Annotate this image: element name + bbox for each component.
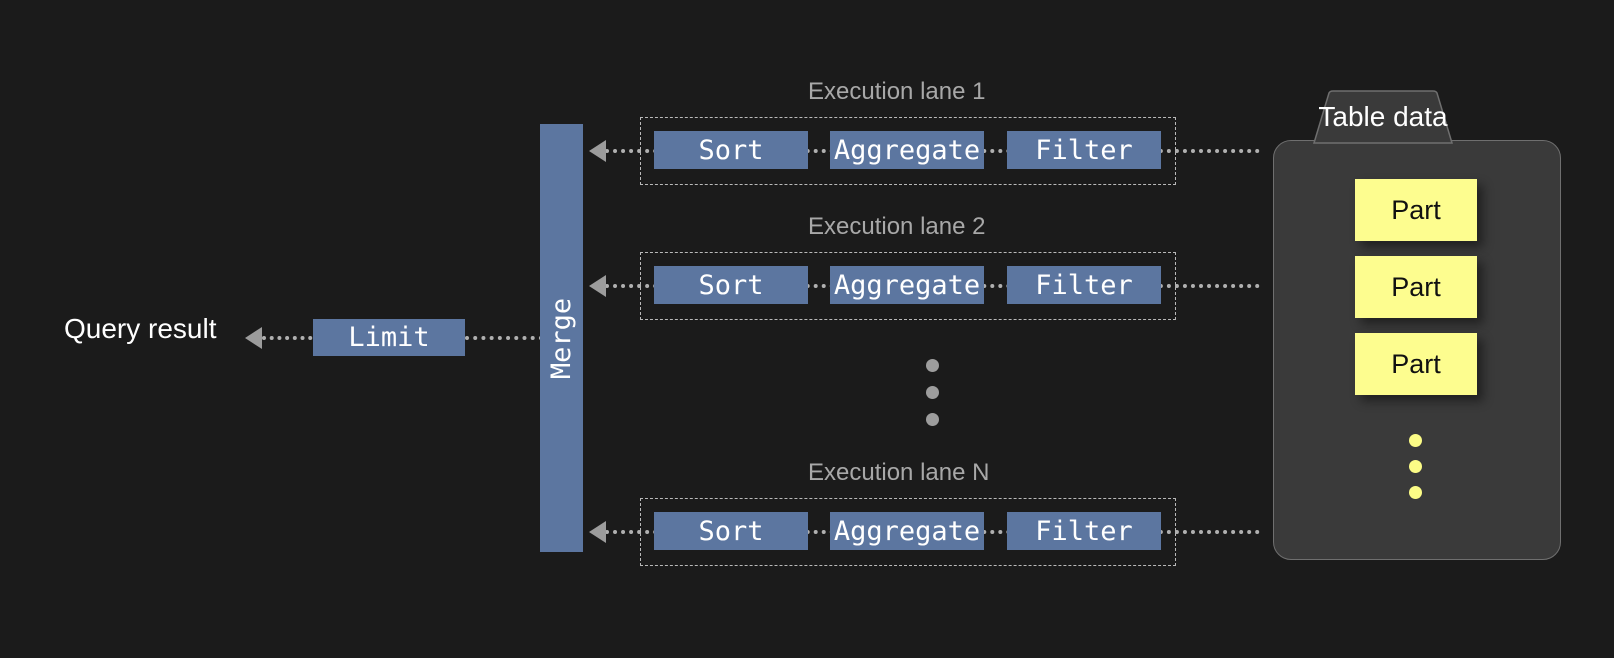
node-limit[interactable]: Limit: [313, 319, 465, 356]
connector-merge-to-limit: [465, 336, 543, 340]
arrow-lane-n-to-merge-icon: [589, 521, 606, 543]
part-box-1[interactable]: Part: [1355, 179, 1477, 241]
lane-label-n: Execution lane N: [808, 459, 990, 486]
node-lane-1-sort[interactable]: Sort: [654, 131, 808, 169]
node-lane-1-filter[interactable]: Filter: [1007, 131, 1161, 169]
arrow-lane-2-to-merge-icon: [589, 275, 606, 297]
node-lane-2-sort[interactable]: Sort: [654, 266, 808, 304]
lane-label-2: Execution lane 2: [808, 213, 986, 240]
part-box-2[interactable]: Part: [1355, 256, 1477, 318]
node-merge[interactable]: Merge: [540, 124, 583, 552]
arrow-to-query-result-icon: [245, 327, 262, 349]
part-ellipsis-dot-3: [1409, 486, 1422, 499]
lane-ellipsis-dot-3: [926, 413, 939, 426]
connector-limit-to-query-result: [262, 336, 320, 340]
node-merge-label: Merge: [546, 297, 577, 379]
node-lane-1-aggregate[interactable]: Aggregate: [830, 131, 984, 169]
part-box-3[interactable]: Part: [1355, 333, 1477, 395]
node-lane-2-aggregate[interactable]: Aggregate: [830, 266, 984, 304]
query-result-label: Query result: [64, 313, 217, 344]
table-data-tab: Table data: [1298, 90, 1468, 144]
arrow-lane-1-to-merge-icon: [589, 140, 606, 162]
node-lane-n-sort[interactable]: Sort: [654, 512, 808, 550]
part-ellipsis-dot-2: [1409, 460, 1422, 473]
node-lane-2-filter[interactable]: Filter: [1007, 266, 1161, 304]
lane-ellipsis-dot-2: [926, 386, 939, 399]
node-lane-n-aggregate[interactable]: Aggregate: [830, 512, 984, 550]
part-ellipsis-dot-1: [1409, 434, 1422, 447]
lane-label-1: Execution lane 1: [808, 78, 986, 105]
node-lane-n-filter[interactable]: Filter: [1007, 512, 1161, 550]
lane-ellipsis-dot-1: [926, 359, 939, 372]
